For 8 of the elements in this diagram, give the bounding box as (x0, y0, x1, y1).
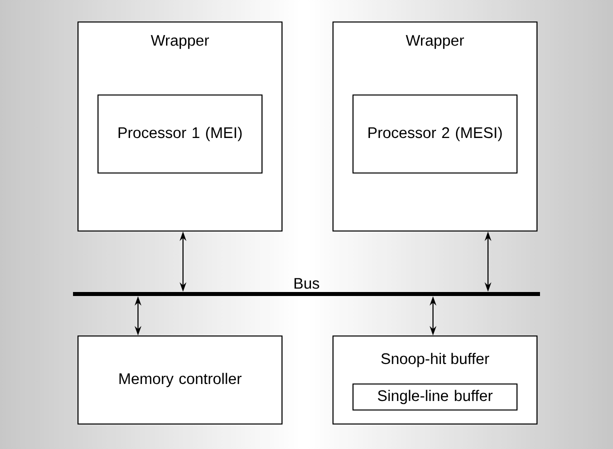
box-label: Memory controller (120, 372, 242, 388)
bus-line: Bus (73, 278, 540, 296)
box-label: Single-line buffer (378, 390, 493, 404)
box-label: Processor 2 (MESI) (368, 126, 502, 142)
box-heading: Wrapper (406, 35, 464, 49)
box-heading: Snoop-hit buffer (381, 352, 490, 368)
box-heading: Wrapper (150, 35, 209, 49)
box-label: Processor 1 (MEI) (118, 126, 242, 142)
